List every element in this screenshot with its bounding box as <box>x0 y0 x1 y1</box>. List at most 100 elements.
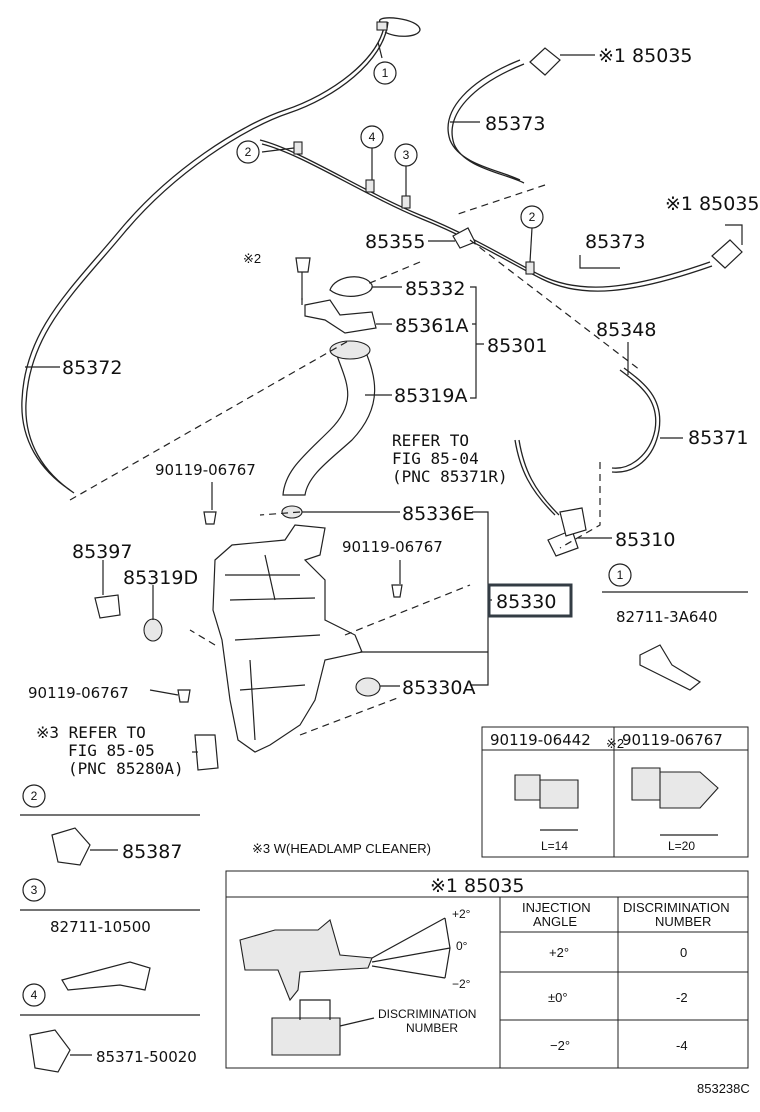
hose-loop-top <box>379 17 421 37</box>
label-85397: 85397 <box>72 541 132 563</box>
hose-85371 <box>611 367 661 473</box>
bolt-06442-drawing <box>514 774 579 809</box>
head-disc-line1: DISCRIMINATION <box>623 900 730 915</box>
joint-85355 <box>452 227 476 249</box>
label-85035-top: ※1 85035 <box>598 45 693 67</box>
clamp-2b <box>525 261 535 275</box>
clip-85387 <box>51 827 91 866</box>
label-85035-right: ※1 85035 <box>665 193 760 215</box>
refer-8504-line3: (PNC 85371R) <box>392 467 508 486</box>
grommet-85319D <box>143 618 163 642</box>
label-85310: 85310 <box>615 529 675 551</box>
tank-detail-1 <box>225 574 321 691</box>
refer-8504-line2: FIG 85-04 <box>392 449 479 468</box>
label-85348: 85348 <box>596 319 656 341</box>
head-disc-line2: NUMBER <box>655 914 711 929</box>
bolt-table-col1: 90119-06442 <box>490 731 591 749</box>
nozzle-table: ※1 85035 INJECTION ANGLE DISCRIMINATION … <box>225 870 749 1069</box>
label-85361A: 85361A <box>395 315 468 337</box>
callout-2-legend: 2 <box>22 784 46 808</box>
callout-4-legend-text: 4 <box>31 988 38 1002</box>
callout-1-top: 1 <box>373 61 397 85</box>
label-85372: 85372 <box>62 357 122 379</box>
angle-zero-label: 0° <box>456 939 468 953</box>
callout-2-mid-text: 2 <box>529 210 536 224</box>
nozzle-85035-top <box>529 47 561 76</box>
bracket-85361A <box>304 299 377 334</box>
leaders <box>20 41 748 1016</box>
refer-8505-line2: FIG 85-05 <box>68 741 155 760</box>
callout-4-legend: 4 <box>22 983 46 1007</box>
clamp-82711-3A640 <box>639 644 702 691</box>
callout-2-text: 2 <box>245 145 252 159</box>
nozzle-85035-right <box>711 239 743 269</box>
bolt-table: ※2 90119-06442 90119-06767 L=14 L=20 <box>481 726 749 858</box>
filler-cap-ring <box>329 340 371 360</box>
refer-8504-line1: REFER TO <box>392 431 469 450</box>
row2-angle: ±0° <box>548 990 568 1005</box>
hose-85372 <box>21 21 389 494</box>
angle-plus-label: +2° <box>452 907 471 921</box>
callout-3-top: 3 <box>394 143 418 167</box>
clamp-82711-10500 <box>61 961 151 991</box>
bolt-c <box>177 689 191 703</box>
label-bolt-a: 90119-06767 <box>155 461 256 479</box>
grommet-85330A <box>355 677 381 697</box>
disc-label-line2: NUMBER <box>406 1021 458 1035</box>
bolt-b <box>391 584 403 598</box>
clamp-1 <box>376 21 388 31</box>
label-bolt-b: 90119-06767 <box>342 538 443 556</box>
clamp-4 <box>365 179 375 193</box>
label-85319A: 85319A <box>394 385 467 407</box>
row3-number: -4 <box>676 1038 688 1053</box>
row2-number: -2 <box>676 990 688 1005</box>
refer-8505-line1: ※3 REFER TO <box>36 723 146 742</box>
label-85371: 85371 <box>688 427 748 449</box>
head-angle-line2: ANGLE <box>533 914 577 929</box>
nozzle-connector-drawing <box>271 1017 341 1056</box>
callout-2-top: 2 <box>236 140 260 164</box>
nozzle-table-title: ※1 85035 <box>430 875 525 897</box>
nozzle-drawing <box>239 919 373 1002</box>
diagram-code: 853238C <box>697 1081 750 1096</box>
hose-85373-main <box>259 139 713 292</box>
row1-number: 0 <box>680 945 687 960</box>
label-85336E: 85336E <box>402 503 474 525</box>
label-85332: 85332 <box>405 278 465 300</box>
refer-8505-line3: (PNC 85280A) <box>68 759 184 778</box>
bolt-table-len1: L=14 <box>541 839 568 853</box>
label-mark2-top: ※2 <box>243 251 261 266</box>
bolt-table-col2: 90119-06767 <box>622 731 723 749</box>
clip-85371-50020 <box>29 1029 71 1073</box>
callout-2-mid: 2 <box>520 205 544 229</box>
label-82711-10500: 82711-10500 <box>50 918 151 936</box>
callout-3-text: 3 <box>403 148 410 162</box>
label-85355: 85355 <box>365 231 425 253</box>
tank-detail-2 <box>249 554 276 741</box>
clamp-2a <box>293 141 303 155</box>
pump-85310 <box>547 529 579 557</box>
label-85373-top: 85373 <box>485 113 545 135</box>
disc-label-line1: DISCRIMINATION <box>378 1007 476 1021</box>
label-85371-50020: 85371-50020 <box>96 1048 197 1066</box>
bolt-mark2-top <box>295 257 311 300</box>
row1-angle: +2° <box>549 945 569 960</box>
callout-4-text: 4 <box>369 130 376 144</box>
note-headlamp-cleaner: ※3 W(HEADLAMP CLEANER) <box>252 841 431 856</box>
pump-85310-body <box>559 507 587 537</box>
label-85330: 85330 <box>496 591 556 613</box>
callout-4-top: 4 <box>360 125 384 149</box>
label-82711-3A640: 82711-3A640 <box>616 608 718 626</box>
callout-3-legend: 3 <box>22 878 46 902</box>
callout-1-legend-text: 1 <box>617 568 624 582</box>
cap-85332 <box>329 276 373 297</box>
guide-1 <box>69 184 641 736</box>
callout-1-legend: 1 <box>608 563 632 587</box>
washer-tank-85330 <box>212 524 363 753</box>
bolt-table-mark: ※2 <box>606 736 624 751</box>
headlamp-cleaner-pump <box>194 734 219 771</box>
clamp-3 <box>401 195 411 209</box>
angle-minus-label: −2° <box>452 977 471 991</box>
